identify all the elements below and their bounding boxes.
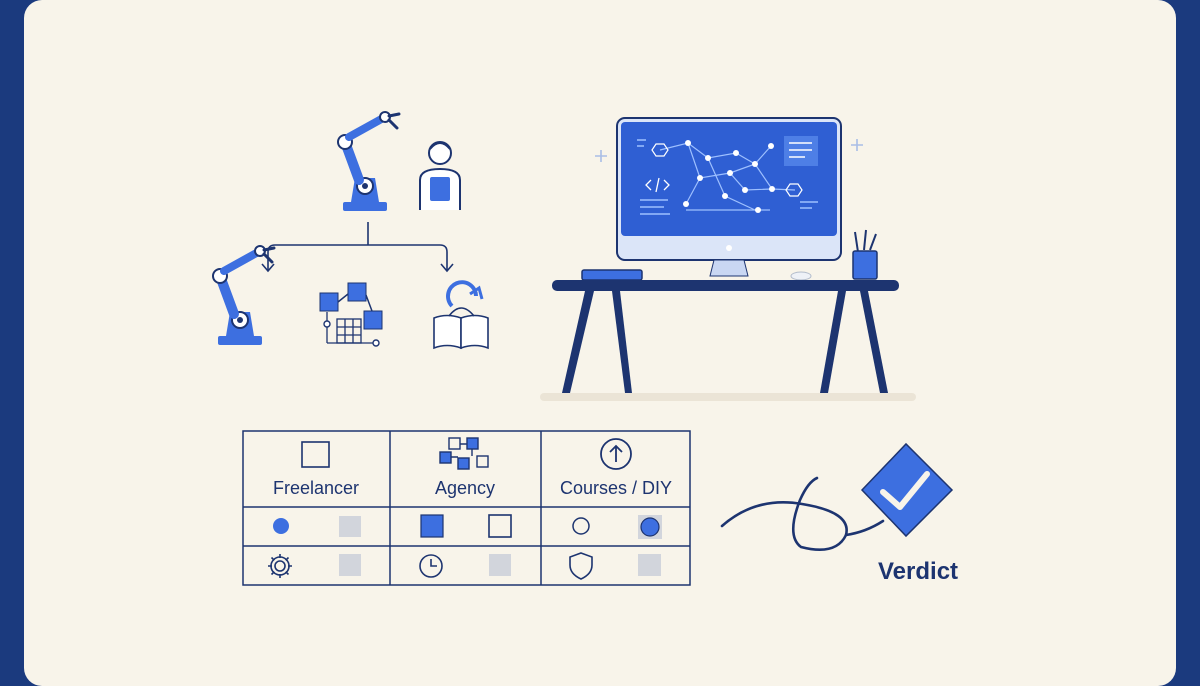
mouse bbox=[790, 271, 812, 281]
comparison-table bbox=[242, 430, 691, 586]
indicator-gray bbox=[339, 516, 361, 537]
monitor-icon bbox=[616, 117, 842, 277]
column-label-freelancer: Freelancer bbox=[272, 478, 360, 498]
indicator-dot bbox=[640, 517, 660, 537]
robot-arm-icon bbox=[213, 246, 274, 345]
verdict-label: Verdict bbox=[878, 558, 959, 585]
checkmark-badge-icon bbox=[844, 442, 954, 538]
pencil-cup-icon bbox=[852, 229, 878, 280]
indicator-gray bbox=[339, 554, 361, 576]
clock-icon bbox=[419, 554, 443, 578]
arrow-up-circle-icon bbox=[600, 438, 632, 470]
robot-arm-icon bbox=[338, 112, 399, 211]
square-icon bbox=[301, 441, 330, 468]
column-label-agency: Agency bbox=[434, 478, 496, 498]
shield-icon bbox=[569, 552, 593, 580]
verdict-scribble bbox=[720, 476, 848, 551]
indicator-ring bbox=[572, 517, 590, 535]
blocks-grid-icon bbox=[319, 282, 383, 347]
indicator-gray bbox=[489, 554, 511, 576]
desk bbox=[552, 280, 899, 393]
book-refresh-icon bbox=[433, 280, 489, 350]
gear-icon bbox=[268, 554, 292, 578]
indicator-dot bbox=[273, 518, 289, 534]
network-icon bbox=[439, 437, 489, 470]
floor-shadow bbox=[540, 393, 916, 401]
indicator-filled bbox=[420, 514, 444, 538]
book-stack bbox=[581, 269, 643, 281]
column-label-courses-diy: Courses / DIY bbox=[559, 478, 673, 498]
indicator-empty bbox=[488, 514, 512, 538]
canvas-card bbox=[24, 0, 1176, 686]
indicator-gray bbox=[638, 554, 661, 576]
sparkle-icon bbox=[595, 139, 863, 162]
person-tablet-icon bbox=[419, 141, 461, 210]
tree-connector bbox=[261, 222, 454, 273]
